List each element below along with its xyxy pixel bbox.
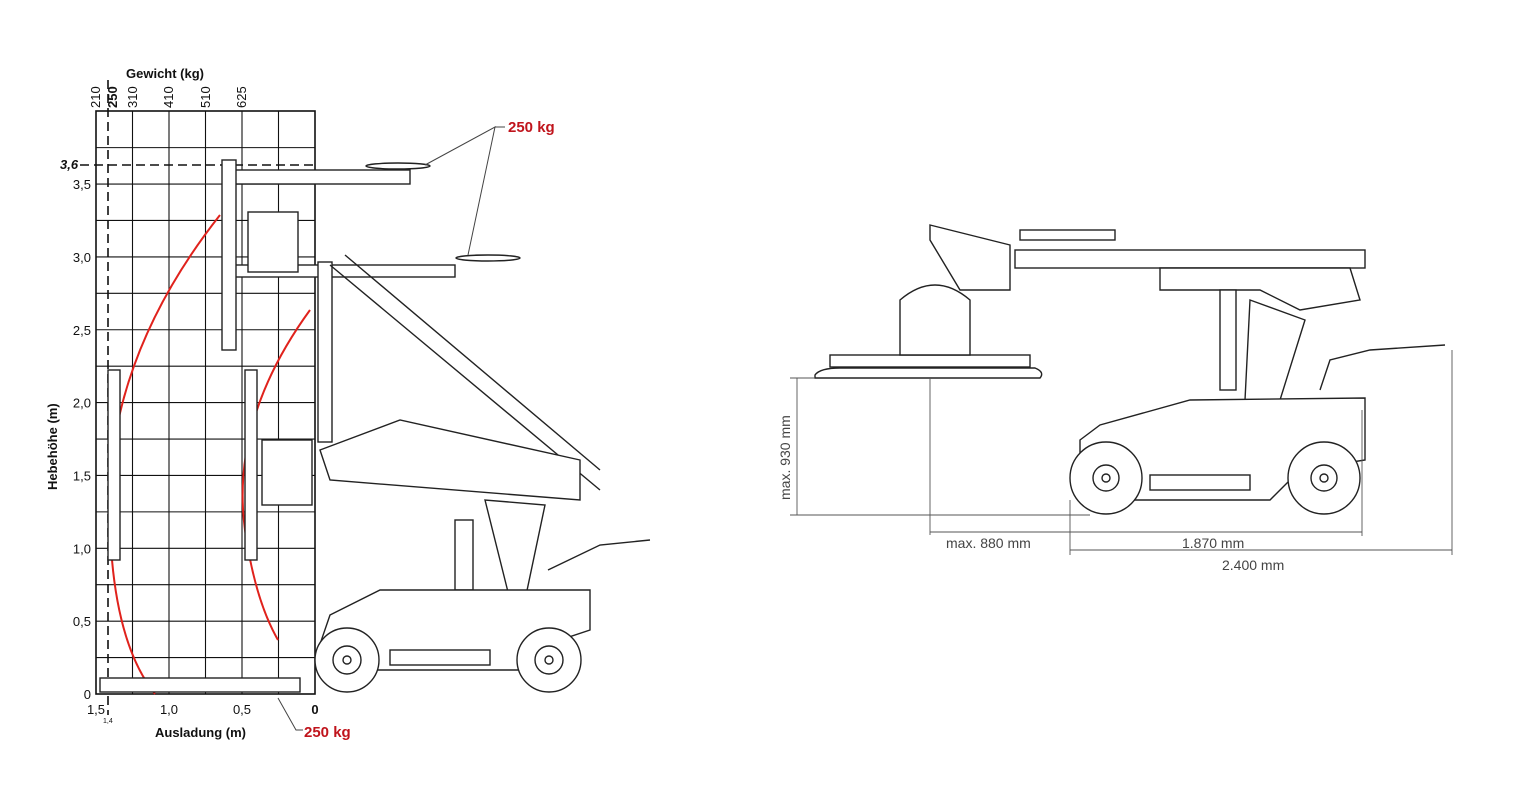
weight-label: 210: [88, 86, 103, 108]
weight-label: 510: [198, 86, 213, 108]
weight-label: 410: [161, 86, 176, 108]
y-axis-title: Hebehöhe (m): [45, 403, 60, 490]
load-bottom-leader: [277, 697, 303, 731]
x-axis-title: Ausladung (m): [155, 725, 246, 740]
machine-side-view-dimensions: [814, 224, 1446, 515]
load-chart-grid: [96, 111, 315, 694]
height-dimension-label: max. 930 mm: [777, 415, 793, 500]
y-tick-label: 1,0: [73, 541, 91, 556]
y-tick-label: 2,0: [73, 396, 91, 411]
max-height-label: 3,6: [60, 157, 79, 172]
y-tick-label: 3,5: [73, 177, 91, 192]
y-tick-label: 3,0: [73, 250, 91, 265]
load-curve-inner: [241, 309, 311, 641]
x-tick-label: 0: [311, 702, 318, 717]
load-bottom-label: 250 kg: [304, 724, 351, 741]
y-tick-label: 0: [84, 687, 91, 702]
load-top-leader: [424, 126, 505, 256]
y-tick-label: 0,5: [73, 614, 91, 629]
x-tick-label: 1,5: [87, 702, 105, 717]
dimension-lines: [790, 350, 1453, 555]
weight-label: 625: [234, 86, 249, 108]
max-reach-label: 1,4: [103, 718, 113, 725]
x-tick-label: 1,0: [160, 702, 178, 717]
overhang-dimension-label: max. 880 mm: [946, 535, 1031, 551]
weight-label: 310: [125, 86, 140, 108]
load-chart-frame: [95, 110, 316, 695]
weight-label: 250: [105, 86, 120, 108]
x-tick-label: 0,5: [233, 702, 251, 717]
weight-axis-title: Gewicht (kg): [126, 66, 204, 81]
load-top-label: 250 kg: [508, 119, 555, 136]
total-length-dimension-label: 2.400 mm: [1222, 557, 1284, 573]
load-curve-outer: [107, 214, 221, 695]
wheelbase-dimension-label: 1.870 mm: [1182, 535, 1244, 551]
y-tick-label: 1,5: [73, 468, 91, 483]
y-tick-label: 2,5: [73, 323, 91, 338]
machine-side-view-load-chart: [99, 159, 651, 693]
